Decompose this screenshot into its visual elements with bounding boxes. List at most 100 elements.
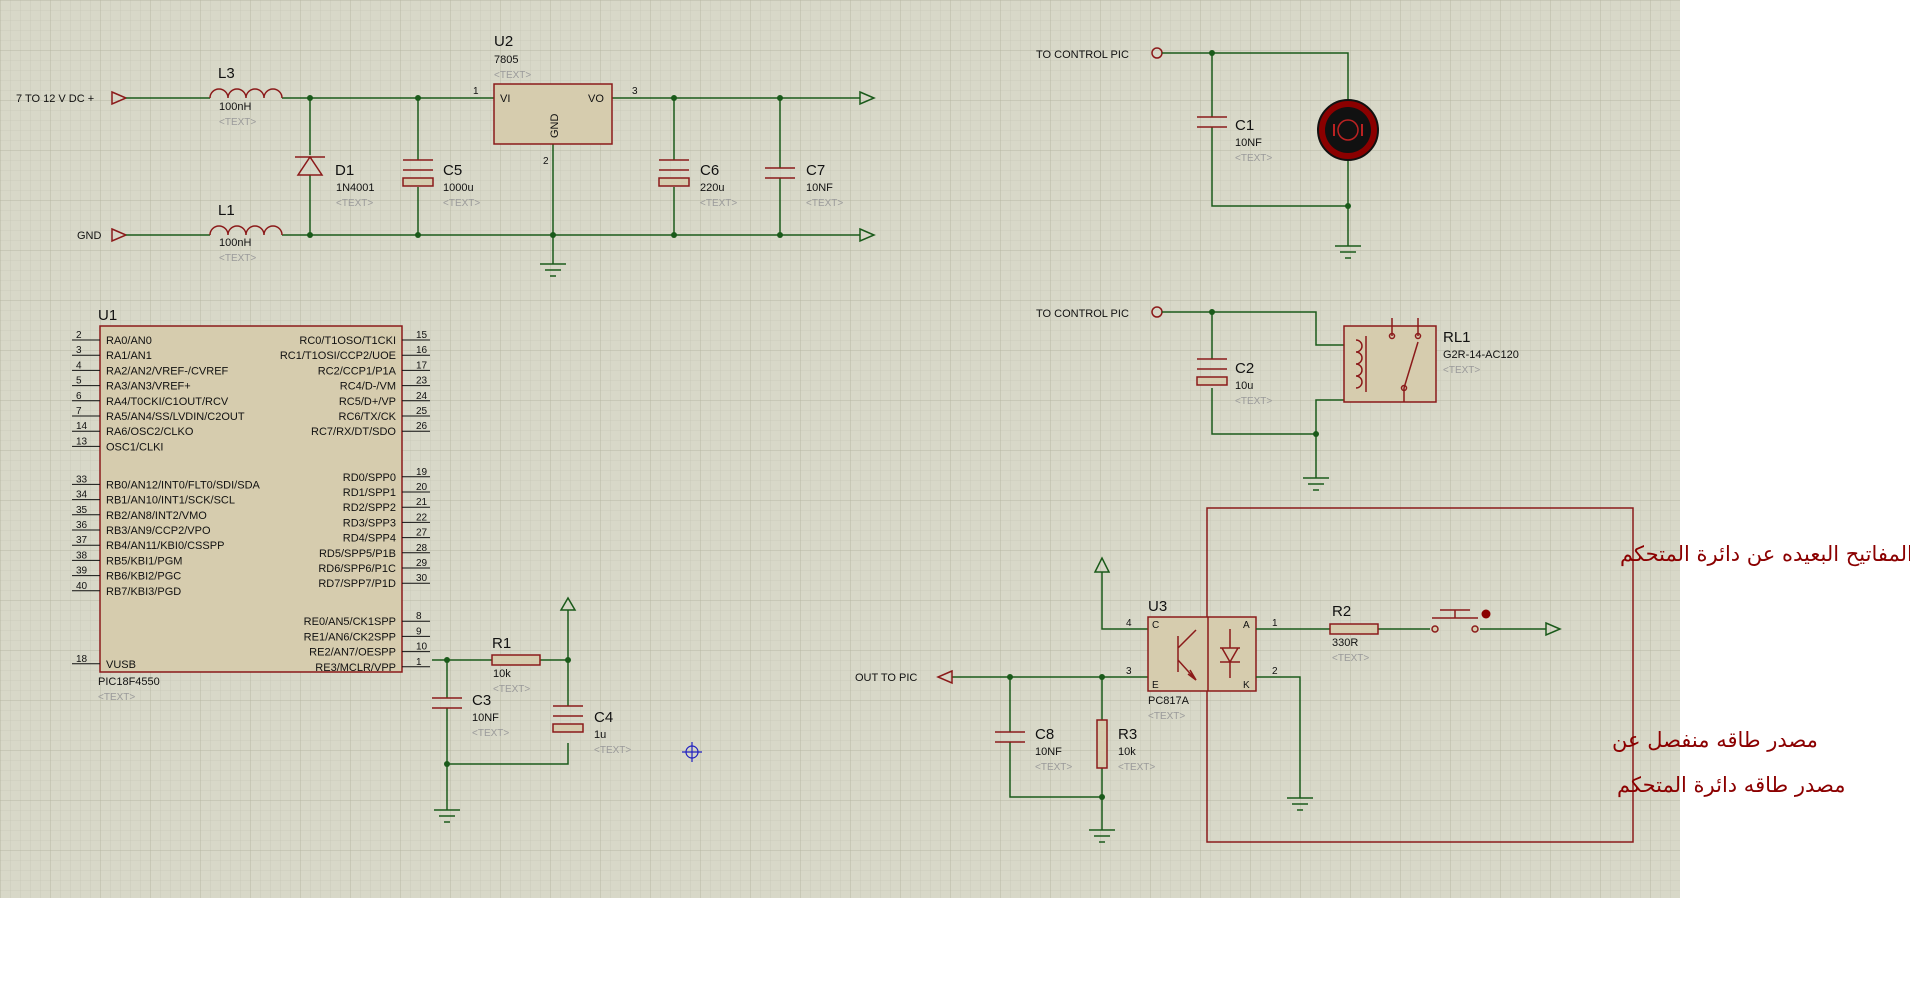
mcu-pin-number: 9 <box>416 626 422 637</box>
capacitor-c2-icon[interactable] <box>1197 358 1227 370</box>
junction <box>550 232 556 238</box>
capacitor-c3-icon[interactable] <box>432 697 462 709</box>
mcu-pin-number: 23 <box>416 376 428 387</box>
mcu-pin-name: VUSB <box>106 659 136 671</box>
mcu-pin-name: RA3/AN3/VREF+ <box>106 381 191 393</box>
mcu-pin-number: 14 <box>76 421 88 432</box>
mcu-pin-name: RB1/AN10/INT1/SCK/SCL <box>106 495 235 507</box>
u2-pin-vo: VO <box>588 93 604 105</box>
input-label: 7 TO 12 V DC + <box>16 93 94 105</box>
junction <box>1007 674 1013 680</box>
u3-pin-3: 3 <box>1126 666 1132 677</box>
u2-ref: U2 <box>494 33 513 50</box>
c7-text: <TEXT> <box>806 198 843 209</box>
mcu-pin-name: RA5/AN4/SS/LVDIN/C2OUT <box>106 411 245 423</box>
mcu-pin-name: RD4/SPP4 <box>343 533 396 545</box>
out-arrow-icon[interactable] <box>936 669 953 685</box>
input-terminal[interactable] <box>111 90 128 106</box>
c2-text: <TEXT> <box>1235 396 1272 407</box>
resistor-r2-icon[interactable] <box>1329 623 1379 635</box>
junction <box>671 232 677 238</box>
mcu-pin-name: RD6/SPP6/P1C <box>318 563 396 575</box>
capacitor-c7-icon[interactable] <box>765 167 795 179</box>
u2-text: <TEXT> <box>494 70 531 81</box>
junction <box>307 232 313 238</box>
rl1-text: <TEXT> <box>1443 365 1480 376</box>
relay-section: TO CONTROL PIC C2 10u <TEXT> RL1 G2R-14-… <box>1036 306 1519 491</box>
capacitor-c6-body <box>658 177 690 187</box>
optocoupler-u3-body[interactable] <box>1147 616 1257 692</box>
capacitor-c4-body <box>552 723 584 733</box>
c5-text: <TEXT> <box>443 198 480 209</box>
capacitor-c4-icon[interactable] <box>553 705 583 717</box>
mcu-pin-number: 35 <box>76 505 88 516</box>
regulator-u2-body[interactable] <box>493 83 613 145</box>
mcu-pin-number: 7 <box>76 406 82 417</box>
inductor-l1-icon[interactable] <box>209 225 283 236</box>
mcu-pin-name: RC6/TX/CK <box>339 411 397 423</box>
c6-text: <TEXT> <box>700 198 737 209</box>
c3-value: 10NF <box>472 712 499 724</box>
r1-text: <TEXT> <box>493 684 530 695</box>
mcu-pin-name: RC2/CCP1/P1A <box>318 365 397 377</box>
mcu-u1-body[interactable] <box>99 325 403 673</box>
mcu-pin-name: RD5/SPP5/P1B <box>319 548 396 560</box>
mcu-pin-number: 29 <box>416 558 428 569</box>
mcu-pin-number: 24 <box>416 391 428 402</box>
junction <box>1345 203 1351 209</box>
relay-contact-icon <box>1391 318 1419 402</box>
c8-ref: C8 <box>1035 726 1054 743</box>
mcu-pin-number: 18 <box>76 654 88 665</box>
mcu-pin-number: 5 <box>76 376 82 387</box>
c2-ref: C2 <box>1235 360 1254 377</box>
capacitor-c6-icon[interactable] <box>659 159 689 171</box>
mcu-pin-number: 34 <box>76 490 88 501</box>
junction <box>1209 309 1215 315</box>
diode-d1-icon[interactable] <box>295 155 325 176</box>
l1-ref: L1 <box>218 202 235 219</box>
c7-ref: C7 <box>806 162 825 179</box>
wire-motor <box>1162 52 1349 246</box>
c6-value: 220u <box>700 182 724 194</box>
mcu-pin-name: RD2/SPP2 <box>343 502 396 514</box>
ground-symbol-icon <box>1335 245 1361 259</box>
u1-ref: U1 <box>98 307 117 324</box>
wire-c3 <box>446 660 569 765</box>
capacitor-c5-icon[interactable] <box>403 159 433 171</box>
u3-label-k: K <box>1243 680 1250 691</box>
c3-ref: C3 <box>472 692 491 709</box>
mcu-pin-name: RE2/AN7/OESPP <box>309 647 396 659</box>
junction <box>444 761 450 767</box>
mcu-pin-name: RE1/AN6/CK2SPP <box>304 631 396 643</box>
junction <box>777 232 783 238</box>
inductor-l3-icon[interactable] <box>209 88 283 99</box>
capacitor-c1-icon[interactable] <box>1197 116 1227 128</box>
mcu-pin-name: OSC1/CLKI <box>106 441 163 453</box>
motor-icon[interactable] <box>1317 99 1379 161</box>
ground-symbol-icon <box>1303 477 1329 491</box>
mcu-pin-name: RB2/AN8/INT2/VMO <box>106 510 207 522</box>
note-separate-supply-2: مصدر طاقه دائرة المتحكم <box>1617 773 1846 798</box>
mcu-pin-number: 13 <box>76 436 88 447</box>
resistor-r3-icon[interactable] <box>1096 719 1108 769</box>
mcu-pin-name: RE0/AN5/CK1SPP <box>304 616 396 628</box>
ground-symbol-icon <box>1089 829 1115 843</box>
c7-value: 10NF <box>806 182 833 194</box>
gnd-terminal[interactable] <box>111 227 128 243</box>
ground-symbol-icon <box>434 809 460 823</box>
relay-coil-icon <box>1355 336 1367 392</box>
c6-ref: C6 <box>700 162 719 179</box>
mcu-pin-number: 17 <box>416 360 428 371</box>
mcu-pin-name: RC1/T1OSI/CCP2/UOE <box>280 350 396 362</box>
relay-rl1-body[interactable] <box>1343 325 1437 403</box>
pushbutton-icon[interactable] <box>1431 609 1491 633</box>
capacitor-c8-icon[interactable] <box>995 731 1025 743</box>
ground-symbol-icon <box>1287 797 1313 811</box>
junction <box>777 95 783 101</box>
mcu-pin-name: RB0/AN12/INT0/FLT0/SDI/SDA <box>106 479 261 491</box>
gnd-arrow-icon <box>859 227 876 243</box>
vout-arrow-icon <box>859 90 876 106</box>
resistor-r1-icon[interactable] <box>491 654 541 666</box>
